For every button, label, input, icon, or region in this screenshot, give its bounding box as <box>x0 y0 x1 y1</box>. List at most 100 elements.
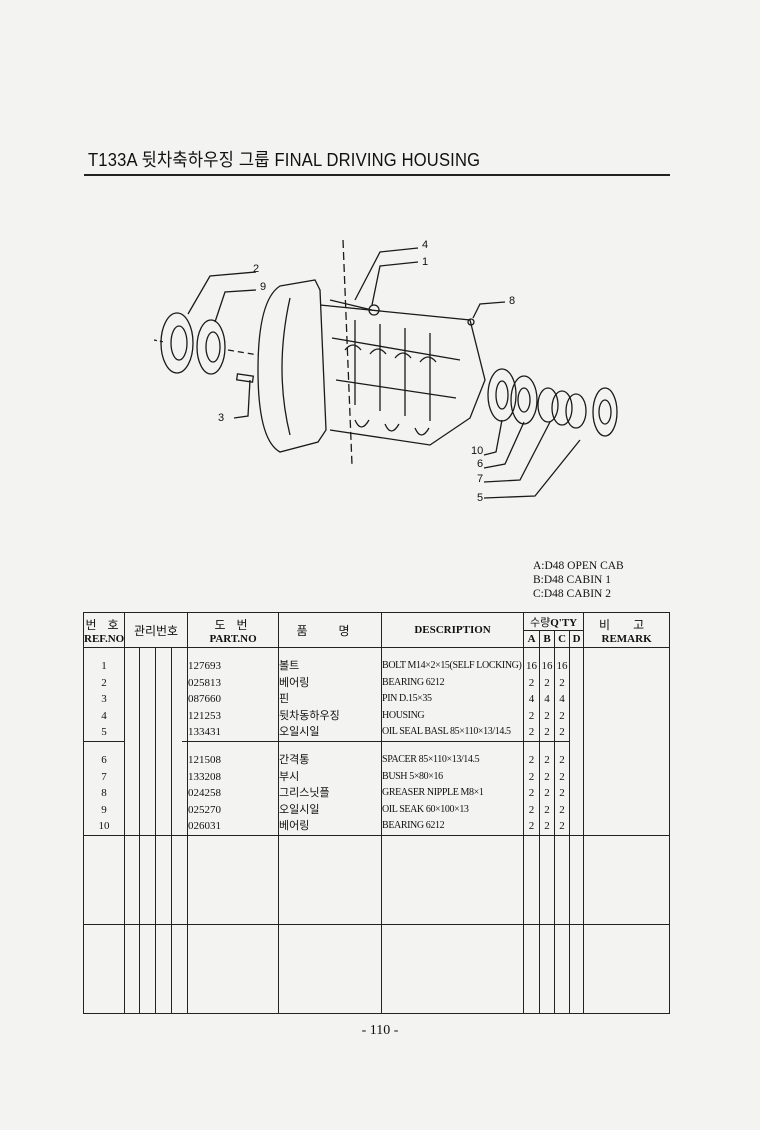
table-cell: GREASER NIPPLE M8×1 <box>382 787 484 799</box>
table-cell: 2 <box>528 676 535 689</box>
table-cell: 부시 <box>279 770 300 783</box>
table-cell: 간격통 <box>279 753 310 766</box>
bearing-left <box>160 312 194 374</box>
table-cell: BEARING 6212 <box>382 820 445 832</box>
table-cell: 2 <box>528 709 535 722</box>
mgmt-header: 관리번호 <box>123 612 189 648</box>
table-cell: 2 <box>544 753 550 766</box>
callout-9: 9 <box>260 281 266 293</box>
empty-row <box>83 923 671 1014</box>
table-cell: 2 <box>544 726 550 739</box>
qty-d-header: D <box>569 630 585 648</box>
table-cell: 3 <box>101 693 107 706</box>
callout-10: 10 <box>471 445 483 457</box>
model-a: A:D48 OPEN CAB <box>533 560 624 572</box>
seal-left <box>196 319 226 375</box>
table-cell: 2 <box>544 787 550 800</box>
table-cell: 2 <box>544 803 550 816</box>
qty-d-column <box>569 647 585 836</box>
table-cell: 025813 <box>188 676 222 689</box>
table-cell: 2 <box>528 770 535 783</box>
table-cell: 133208 <box>188 770 222 783</box>
table-cell: 핀 <box>279 693 290 706</box>
table-cell: 025270 <box>188 803 222 816</box>
name-header: 품 명 <box>278 612 383 648</box>
table-cell: 2 <box>528 803 535 816</box>
seal-right <box>592 387 618 437</box>
table-cell: 087660 <box>188 693 222 706</box>
table-cell: 2 <box>559 770 565 783</box>
table-cell: 2 <box>544 770 550 783</box>
table-cell: 026031 <box>188 820 222 833</box>
mgmt-col-3 <box>155 647 172 836</box>
table-cell: 2 <box>544 676 550 689</box>
table-cell: 2 <box>528 726 535 739</box>
model-b: B:D48 CABIN 1 <box>533 574 611 586</box>
mgmt-col-2 <box>139 647 156 836</box>
page-number: - 110 - <box>361 1023 399 1038</box>
table-cell: 1 <box>101 660 107 672</box>
table-cell: BOLT M14×2×15(SELF LOCKING) <box>382 660 522 671</box>
table-cell: 121253 <box>188 709 222 722</box>
pin <box>235 373 255 383</box>
desc-header: DESCRIPTION <box>381 612 525 648</box>
table-cell: 볼트 <box>279 660 300 672</box>
table-cell: 127693 <box>188 660 222 672</box>
qty-c-header: C <box>554 630 571 648</box>
table-cell: 024258 <box>188 787 222 800</box>
table-cell: PIN D.15×35 <box>382 693 432 705</box>
qty-header: 수량Q'TY <box>523 612 585 631</box>
table-cell: 4 <box>544 693 550 706</box>
table-cell: 9 <box>101 803 107 816</box>
table-cell: BUSH 5×80×16 <box>382 770 443 782</box>
table-cell: 6 <box>101 753 107 766</box>
table-cell: 베어링 <box>279 676 310 689</box>
table-cell: 2 <box>559 753 565 766</box>
table-cell: 8 <box>101 787 107 800</box>
qty-b-header: B <box>539 630 556 648</box>
callout-4: 4 <box>422 239 428 251</box>
table-cell: 2 <box>528 820 535 833</box>
table-cell: HOUSING <box>382 709 425 721</box>
callout-8: 8 <box>509 295 515 307</box>
empty-row <box>83 834 671 925</box>
table-cell: 2 <box>528 753 535 766</box>
table-cell: 2 <box>559 803 565 816</box>
table-cell: 2 <box>559 820 565 833</box>
callout-5: 5 <box>477 492 483 504</box>
callout-2: 2 <box>253 263 259 275</box>
page-title: T133A 뒷차축하우징 그룹 FINAL DRIVING HOUSING <box>88 150 481 170</box>
table-cell: 2 <box>559 787 565 800</box>
table-cell: 오일시일 <box>279 803 320 816</box>
table-cell: 4 <box>559 693 565 706</box>
table-cell: BEARING 6212 <box>382 676 445 688</box>
table-cell: 2 <box>544 820 550 833</box>
table-cell: 4 <box>101 709 107 722</box>
model-legend: A:D48 OPEN CAB B:D48 CABIN 1 C:D48 CABIN… <box>533 559 624 601</box>
table-cell: 2 <box>528 787 535 800</box>
qty-a-header: A <box>523 630 541 648</box>
callout-7: 7 <box>477 473 483 485</box>
table-cell: 뒷차동하우징 <box>279 709 340 722</box>
exploded-parts-diagram: 4 1 2 9 8 3 10 6 7 5 <box>153 239 618 504</box>
spacer-right <box>537 387 559 423</box>
callout-3: 3 <box>218 412 224 424</box>
model-c: C:D48 CABIN 2 <box>533 588 611 600</box>
callout-6: 6 <box>477 458 483 470</box>
housing <box>257 279 327 453</box>
table-cell: 7 <box>101 770 107 783</box>
table-cell: 16 <box>556 660 568 672</box>
table-cell: 16 <box>526 660 538 672</box>
grease-nipple <box>467 318 475 326</box>
table-cell: 그리스닛플 <box>279 787 330 800</box>
table-cell: 2 <box>101 676 107 689</box>
